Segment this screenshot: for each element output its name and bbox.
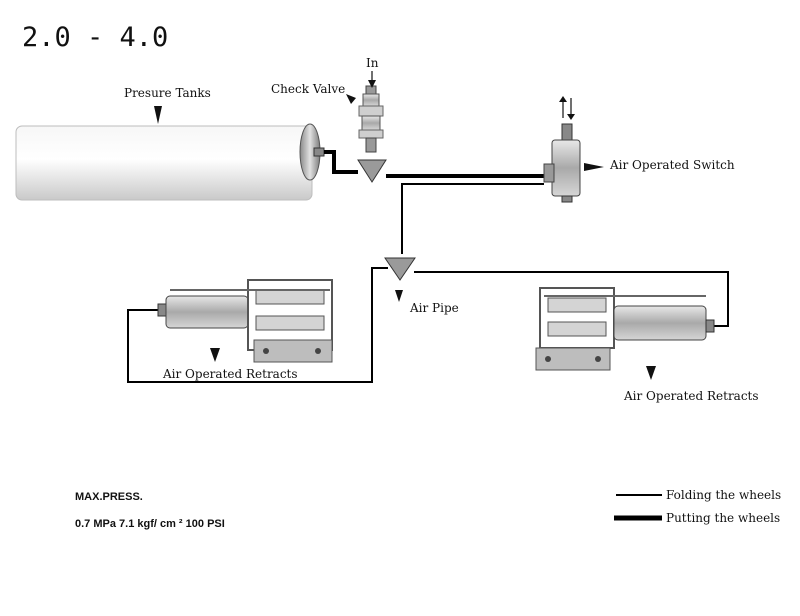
in-label: In (366, 56, 379, 70)
max-press-heading: MAX.PRESS. (75, 491, 143, 503)
retracts-right-arrow (646, 366, 656, 380)
retract-left (157, 279, 333, 363)
retracts-left-arrow (210, 348, 220, 362)
switch-up-arrow (559, 96, 567, 102)
tee-fitting-lower (384, 257, 416, 281)
air-pipe-arrow (395, 290, 403, 302)
air-operated-switch-label: Air Operated Switch (609, 158, 735, 172)
switch-arrow (584, 163, 604, 171)
legend-thick-label: Putting the wheels (666, 511, 780, 525)
thin-pipe-left (127, 267, 388, 383)
air-operated-switch (543, 123, 581, 203)
thin-pipe-switch (401, 183, 544, 254)
check-valve-label: Check Valve (271, 82, 345, 96)
check-valve (358, 85, 384, 153)
max-press-values: 0.7 MPa 7.1 kgf/ cm ² 100 PSI (75, 518, 225, 530)
pressure-tanks-arrow (154, 106, 162, 124)
thick-pipe-tank (324, 150, 358, 174)
retracts-left-label: Air Operated Retracts (162, 367, 298, 381)
legend-thin-label: Folding the wheels (666, 488, 781, 502)
tee-fitting-upper (357, 159, 387, 183)
in-arrow (368, 80, 376, 88)
pressure-tanks-label: Presure Tanks (124, 86, 211, 100)
retracts-right-label: Air Operated Retracts (623, 389, 759, 403)
pressure-tank (15, 123, 325, 201)
retract-right (535, 287, 715, 371)
check-valve-arrow (346, 94, 356, 104)
legend: Folding the wheels Putting the wheels (614, 488, 781, 525)
thin-pipe-right (414, 271, 729, 327)
air-pipe-label: Air Pipe (409, 301, 459, 315)
switch-down-arrow (567, 114, 575, 120)
page-title: 2.0 - 4.0 (22, 22, 168, 53)
